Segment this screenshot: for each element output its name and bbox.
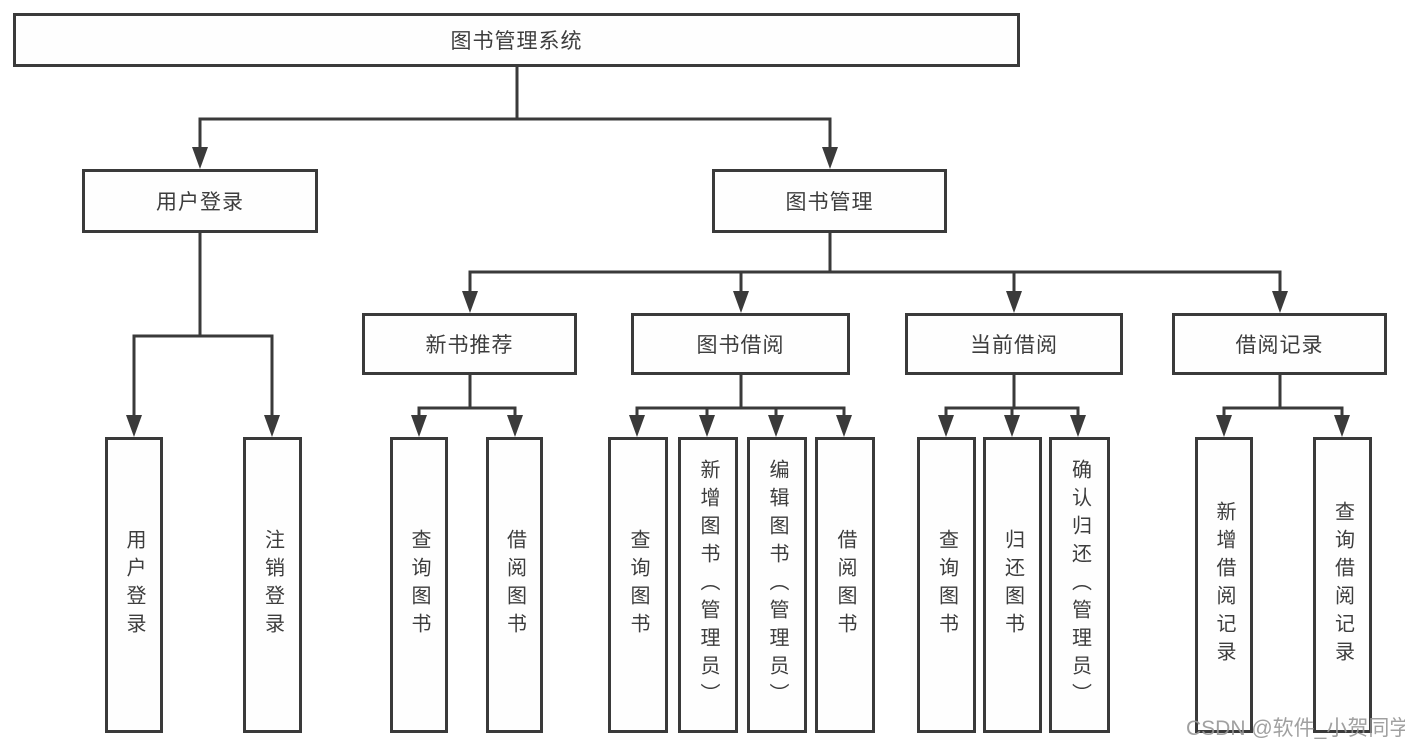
node-add-books-admin: 新增图书（管理员）	[678, 437, 738, 733]
node-user-login: 用户登录	[82, 169, 318, 233]
node-label: 新增图书（管理员）	[697, 459, 719, 711]
node-borrowing-records: 借阅记录	[1172, 313, 1387, 375]
node-label: 新书推荐	[425, 334, 514, 357]
arrowheads	[126, 147, 1350, 437]
node-new-book-recommend: 新书推荐	[362, 313, 577, 375]
node-label: 借阅图书	[503, 529, 526, 641]
node-borrow-books-borrowing: 借阅图书	[815, 437, 875, 733]
node-label: 新增借阅记录	[1213, 501, 1235, 669]
connector-borrowing-to-leaves	[635, 375, 846, 420]
connector-root-to-level2	[198, 67, 832, 150]
connector-bookmgmt-to-level3	[468, 233, 1282, 296]
node-confirm-return-admin: 确认归还（管理员）	[1049, 437, 1110, 733]
node-current-borrowing: 当前借阅	[905, 313, 1123, 375]
node-label: 确认归还（管理员）	[1068, 459, 1091, 711]
node-library-management-system: 图书管理系统	[13, 13, 1020, 67]
node-label: 查询图书	[627, 529, 649, 641]
connector-userlogin-to-leaves	[132, 233, 274, 420]
node-return-books: 归还图书	[983, 437, 1042, 733]
node-label: 借阅图书	[834, 529, 856, 641]
node-query-books-rec: 查询图书	[390, 437, 448, 733]
connector-records-to-leaves	[1222, 375, 1344, 420]
node-label: 查询图书	[935, 529, 958, 641]
node-label: 注销登录	[261, 529, 284, 641]
node-borrow-books-rec: 借阅图书	[486, 437, 543, 733]
csdn-watermark: CSDN @软件_小贺同学	[1186, 717, 1405, 740]
node-query-borrow-record: 查询借阅记录	[1313, 437, 1372, 733]
node-query-books-current: 查询图书	[917, 437, 976, 733]
node-label: 编辑图书（管理员）	[766, 459, 788, 711]
connector-newrec-to-leaves	[417, 375, 517, 420]
node-logout-action: 注销登录	[243, 437, 302, 733]
node-label: 当前借阅	[970, 334, 1058, 357]
node-label: 借阅记录	[1235, 334, 1324, 357]
node-book-management: 图书管理	[712, 169, 947, 233]
node-label: 用户登录	[123, 529, 145, 641]
node-user-login-action: 用户登录	[105, 437, 163, 733]
node-label: 图书管理	[785, 191, 874, 214]
connector-current-to-leaves	[944, 375, 1080, 420]
node-label: 归还图书	[1001, 529, 1024, 641]
node-label: 用户登录	[156, 191, 244, 214]
node-label: 图书管理系统	[450, 30, 583, 53]
node-label: 图书借阅	[696, 334, 785, 357]
node-book-borrowing: 图书借阅	[631, 313, 850, 375]
node-edit-books-admin: 编辑图书（管理员）	[747, 437, 807, 733]
node-add-borrow-record: 新增借阅记录	[1195, 437, 1253, 733]
node-label: 查询借阅记录	[1331, 501, 1354, 669]
node-query-books-borrowing: 查询图书	[608, 437, 668, 733]
node-label: 查询图书	[408, 529, 430, 641]
